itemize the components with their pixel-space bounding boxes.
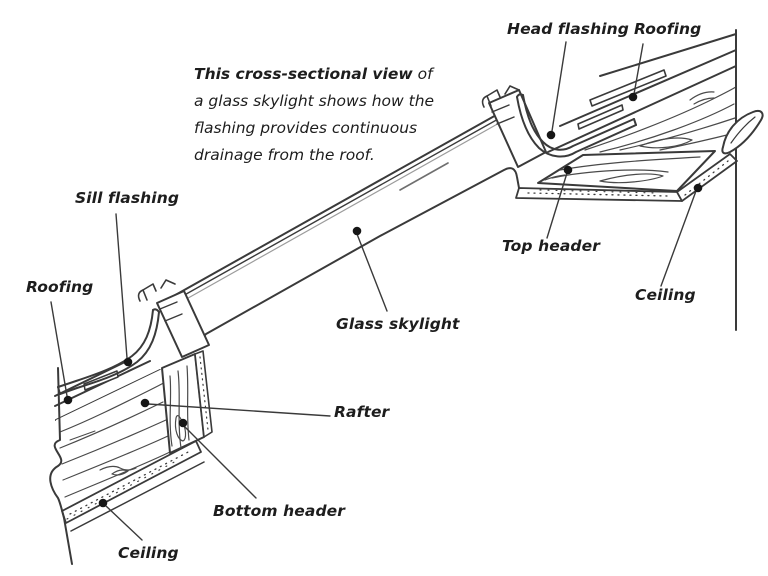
label-glass-skylight: Glass skylight	[336, 315, 460, 333]
leader-head-flashing	[551, 41, 567, 132]
leader-ceiling-bottom	[105, 505, 143, 541]
dot-top-header	[563, 165, 573, 175]
dot-bottom-header	[178, 418, 188, 428]
dot-roofing-left	[63, 395, 73, 405]
leader-roofing-top	[633, 43, 644, 95]
lower-rafter-wood	[56, 369, 170, 515]
lower-curb-group	[57, 279, 210, 395]
label-roofing-left: Roofing	[26, 278, 94, 296]
leader-glass-skylight	[356, 233, 388, 312]
upper-curb-clips	[481, 85, 520, 108]
lower-curb-clips	[137, 279, 176, 302]
label-rafter: Rafter	[334, 403, 390, 421]
glass-sheen-line	[173, 121, 502, 307]
dot-roofing-top	[628, 92, 638, 102]
upper-roofing-layers	[547, 33, 737, 153]
left-wall-break-line	[49, 367, 73, 565]
leader-roofing-left	[50, 301, 68, 397]
leader-top-header	[546, 172, 568, 239]
label-head-flashing: Head flashing	[507, 20, 629, 38]
caption-rest-part: of a glass skylight shows how the flashi…	[194, 65, 435, 164]
upper-curb-group	[481, 69, 667, 168]
leader-dots	[63, 92, 703, 508]
sill-flashing-shape	[57, 308, 160, 395]
figure-caption: This cross-sectional view of a glass sky…	[194, 61, 442, 169]
dot-ceiling-bottom	[98, 498, 108, 508]
label-roofing-top: Roofing	[634, 20, 702, 38]
leader-bottom-header	[184, 426, 257, 499]
dot-rafter	[140, 398, 150, 408]
glass-pane-line	[171, 117, 501, 303]
lower-roof-group	[49, 350, 213, 565]
dot-head-flashing	[546, 130, 556, 140]
shingle-tab	[577, 104, 624, 130]
dot-sill-flashing	[123, 357, 133, 367]
label-ceiling-right: Ceiling	[635, 286, 696, 304]
leader-lines	[50, 41, 697, 541]
dot-ceiling-right	[693, 183, 703, 193]
bottom-header-board	[161, 350, 213, 454]
dot-glass-skylight	[352, 226, 362, 236]
glass-pane-line	[169, 113, 499, 299]
head-flashing-shape	[516, 93, 637, 158]
shingle-tab	[589, 69, 667, 107]
leader-sill-flashing	[115, 213, 128, 359]
label-ceiling-bottom: Ceiling	[118, 544, 179, 562]
label-sill-flashing: Sill flashing	[75, 189, 180, 207]
label-bottom-header: Bottom header	[213, 502, 346, 520]
label-top-header: Top header	[502, 237, 600, 255]
caption-bold-part: This cross-sectional view	[194, 65, 413, 83]
leader-rafter	[147, 403, 331, 417]
break-leaf-squiggle	[721, 110, 764, 155]
upper-ceiling	[515, 153, 738, 202]
top-header-board	[537, 150, 716, 192]
lower-curb	[156, 290, 210, 358]
leader-ceiling-right	[660, 190, 697, 287]
upper-roof-group	[515, 29, 764, 331]
